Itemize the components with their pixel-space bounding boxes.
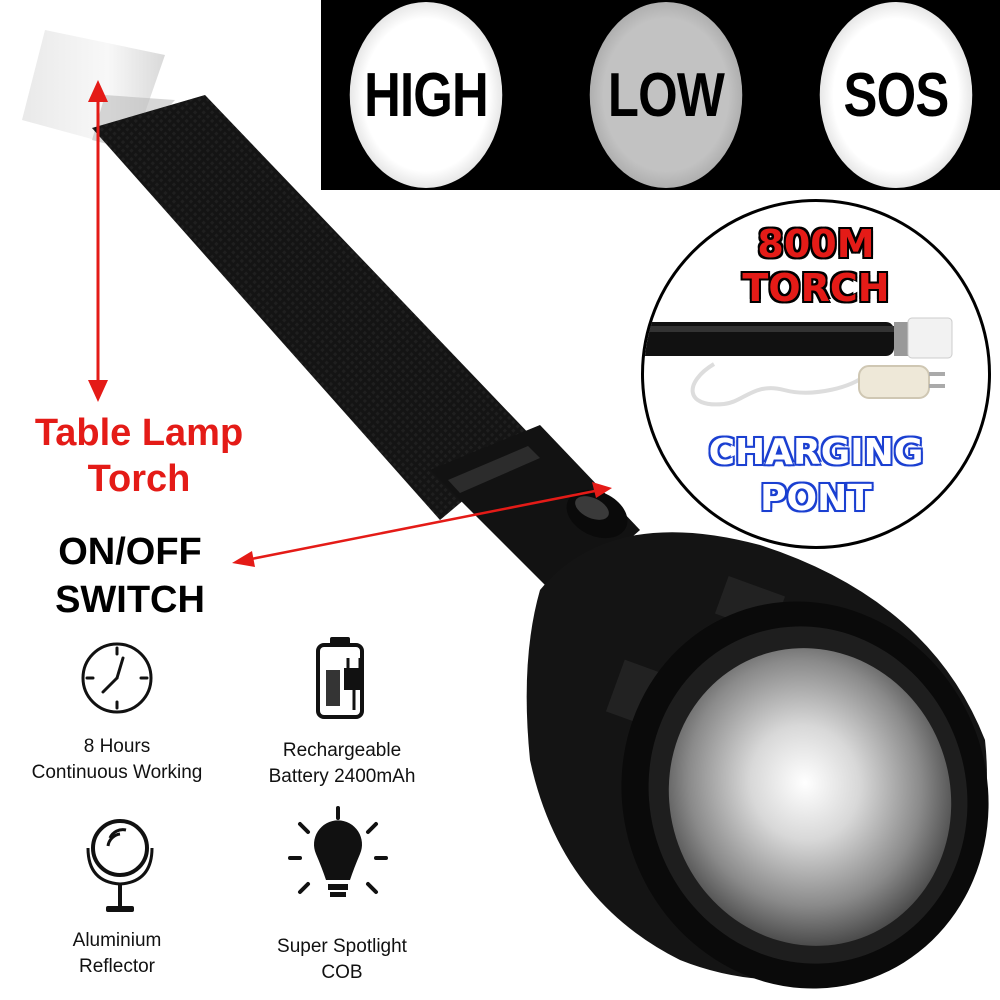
switch-line1: ON/OFF [58, 531, 202, 573]
feature-text-line1: 8 Hours [83, 736, 151, 757]
table-lamp-line1: Table Lamp [34, 412, 244, 454]
inset-title-line1: 800M [757, 222, 875, 266]
on-off-switch [566, 489, 628, 539]
torch-body [92, 95, 640, 600]
feature-continuous-working: 8 Hours Continuous Working [2, 734, 232, 786]
table-lamp-line2: Torch [87, 458, 191, 500]
torch-head [526, 532, 989, 989]
on-off-switch-label: ON/OFF SWITCH [30, 528, 230, 624]
inset-bottom-line1: CHARGING [708, 432, 924, 473]
charging-inset: 800M TORCH CHARGING PONT [641, 199, 991, 549]
battery-plug-icon [316, 637, 364, 719]
table-lamp-torch-label: Table Lamp Torch [8, 410, 270, 502]
inset-bottom-line2: PONT [760, 478, 872, 519]
feature-aluminium-reflector: Aluminium Reflector [12, 928, 222, 980]
cap-arrow [88, 80, 108, 402]
switch-line2: SWITCH [55, 579, 205, 621]
clock-icon [81, 642, 153, 714]
feature-text-line1: Aluminium [72, 930, 162, 951]
mirror-icon [86, 819, 154, 912]
mode-low-label: LOW [589, 2, 743, 188]
mode-high-label: HIGH [349, 2, 503, 188]
feature-text-line1: Super Spotlight [277, 936, 407, 957]
feature-text-line2: Battery 2400mAh [268, 766, 416, 787]
feature-rechargeable-battery: Rechargeable Battery 2400mAh [232, 738, 452, 790]
light-bulb-icon [288, 806, 388, 897]
feature-text-line1: Rechargeable [282, 740, 402, 761]
mode-sos-label: SOS [819, 2, 973, 188]
feature-super-spotlight: Super Spotlight COB [232, 934, 452, 986]
charging-torch-illustration [644, 317, 953, 407]
feature-text-line2: Continuous Working [31, 762, 203, 783]
mode-banner: HIGH LOW SOS [321, 0, 1000, 190]
inset-title-line2: TORCH [742, 266, 890, 310]
switch-arrow [232, 482, 612, 567]
feature-text-line2: Reflector [78, 956, 156, 977]
feature-text-line2: COB [321, 962, 363, 983]
